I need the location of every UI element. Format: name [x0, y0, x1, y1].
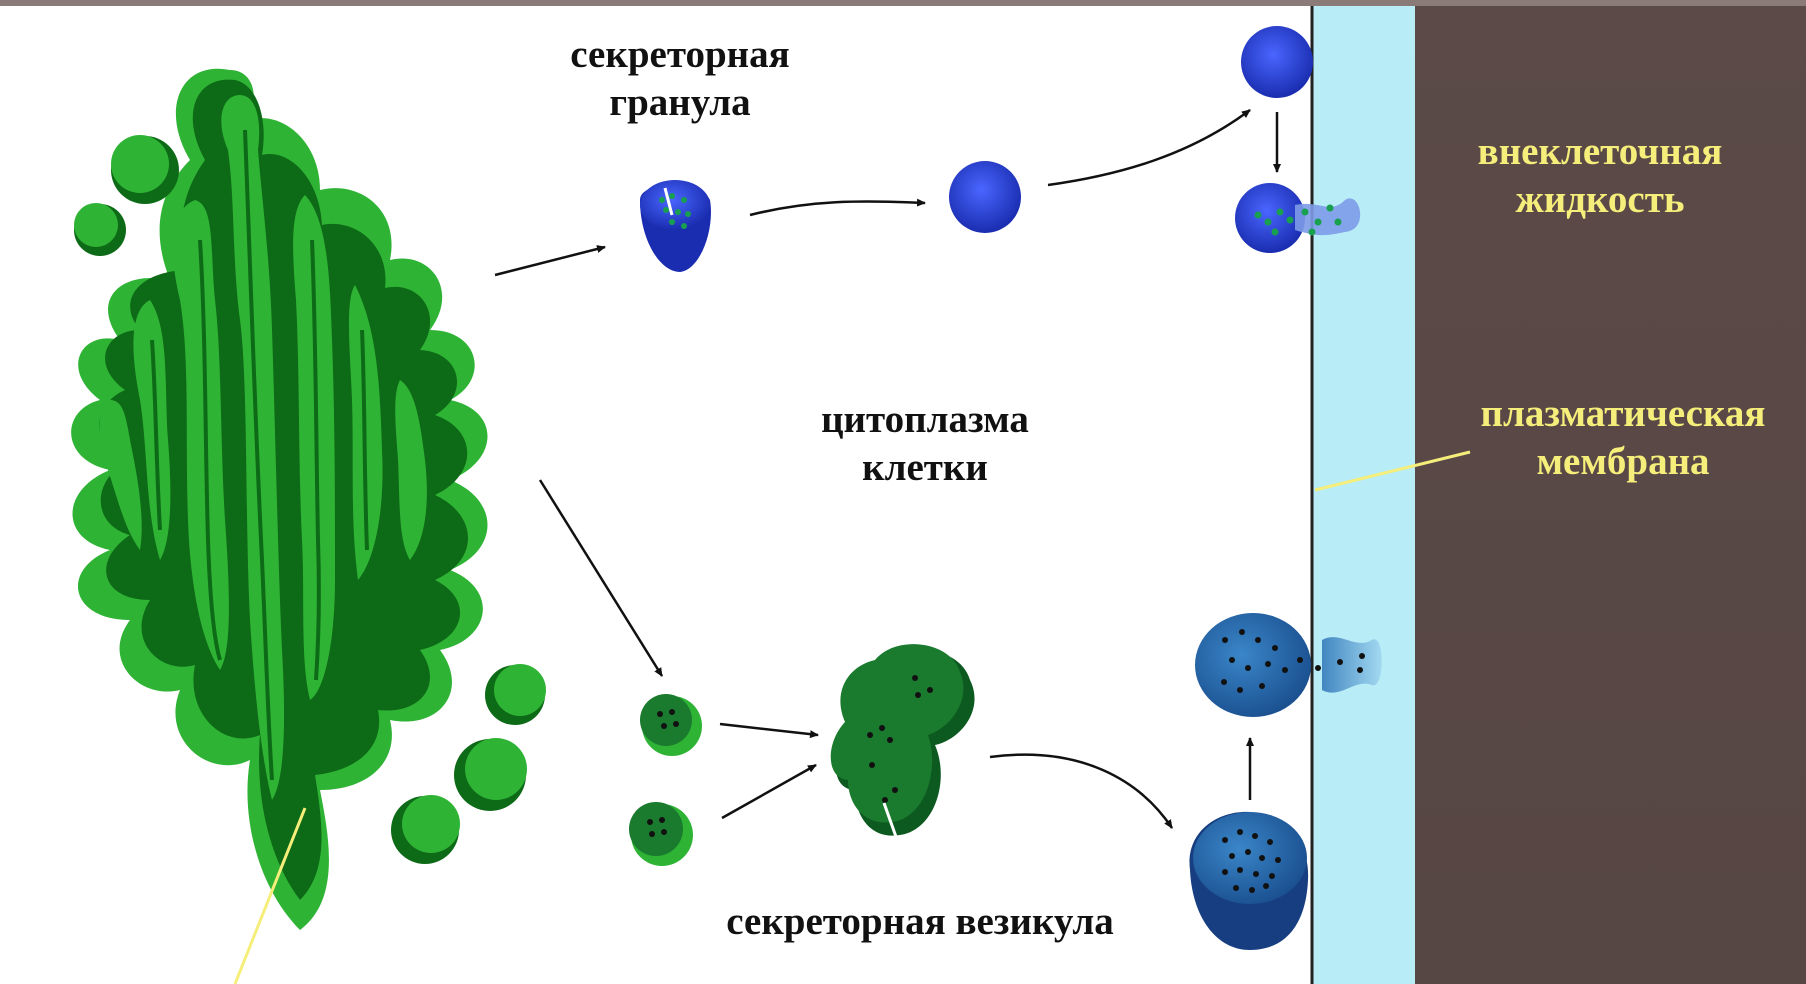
secretory-vesicle-label: секреторная везикула	[660, 898, 1180, 946]
cytoplasm-label-line2: клетки	[765, 444, 1085, 492]
plasma-membrane-label-line2: мембрана	[1440, 438, 1806, 486]
secretory-granule-label-line2: гранула	[520, 79, 840, 127]
extracellular-label-line1: внеклеточная	[1430, 128, 1770, 176]
mature-granule	[949, 161, 1021, 233]
secretory-granule-label-line1: секреторная	[520, 31, 840, 79]
plasma-membrane-label: плазматическая мембрана	[1440, 390, 1806, 486]
cytoplasm-label: цитоплазма клетки	[765, 396, 1085, 492]
secretory-granule-label: секреторная гранула	[520, 31, 840, 127]
extracellular-fluid-label: внеклеточная жидкость	[1430, 128, 1770, 224]
plasma-membrane-label-line1: плазматическая	[1440, 390, 1806, 438]
granule-at-membrane	[1241, 26, 1313, 98]
cytoplasm-label-line1: цитоплазма	[765, 396, 1085, 444]
plasma-membrane-strip	[1312, 6, 1415, 984]
extracellular-label-line2: жидкость	[1430, 176, 1770, 224]
